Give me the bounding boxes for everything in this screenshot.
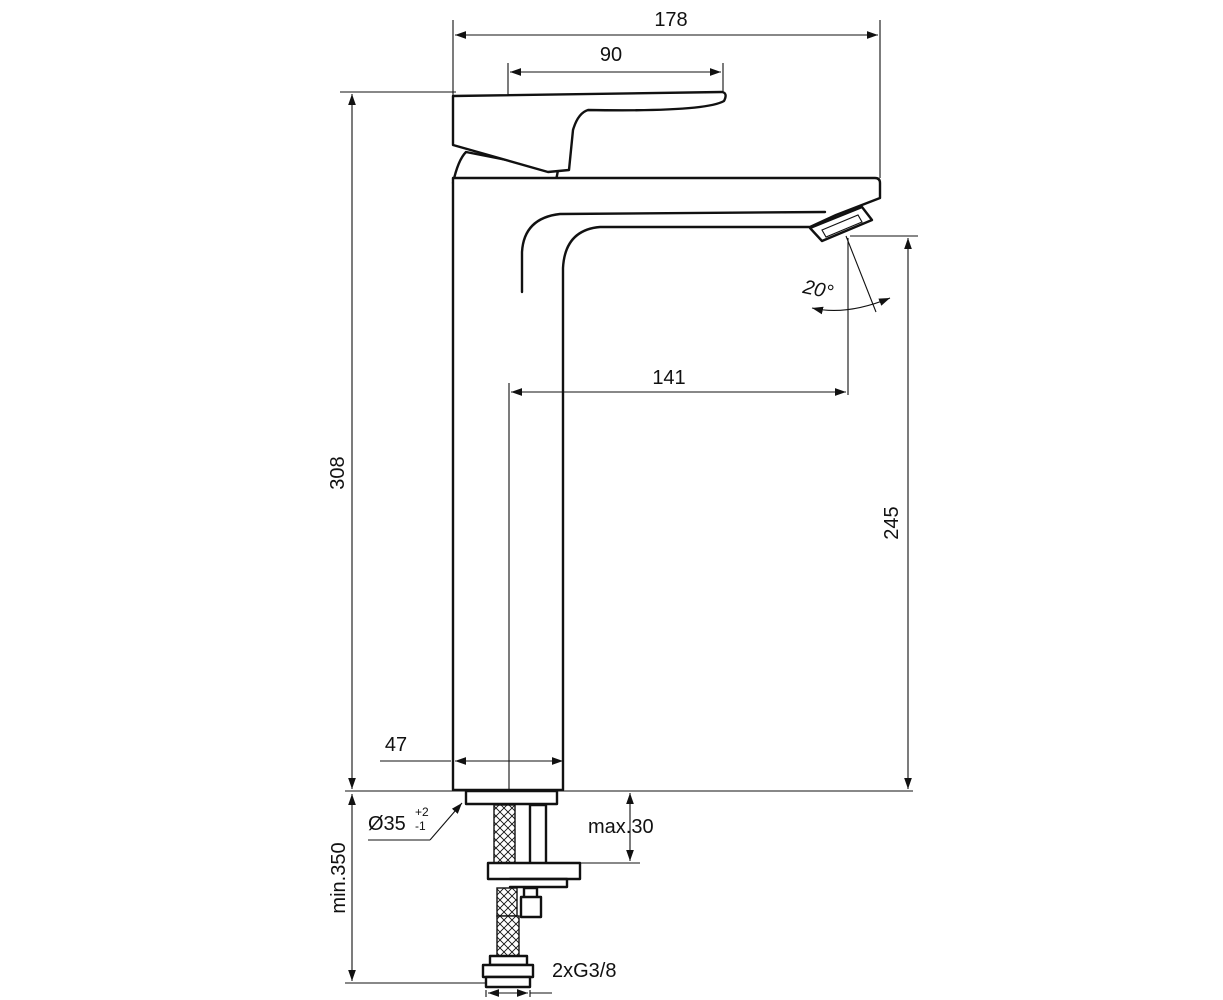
dim-spout-reach: 141	[652, 367, 685, 389]
dim-total-height: 308	[327, 456, 349, 489]
dim-handle-width: 90	[600, 44, 622, 66]
dim-hose-length: min.350	[328, 842, 350, 913]
dim-swivel-angle: 20°	[800, 276, 835, 304]
dim-spout-height: 245	[881, 506, 903, 539]
dim-connection: 2xG3/8	[552, 960, 616, 982]
dim-body-width: 47	[385, 734, 407, 756]
dimension-lines	[340, 20, 918, 997]
faucet-body	[451, 150, 882, 806]
supply-hoses	[481, 803, 582, 989]
dim-hole-tolerance-plus: +2	[415, 805, 429, 819]
faucet-handle	[451, 90, 727, 174]
dim-overall-width: 178	[654, 9, 687, 31]
dim-hole-tolerance-minus: -1	[415, 819, 426, 833]
dim-hole-diameter: Ø35	[368, 813, 406, 835]
dim-max-deck: max.30	[588, 816, 654, 838]
